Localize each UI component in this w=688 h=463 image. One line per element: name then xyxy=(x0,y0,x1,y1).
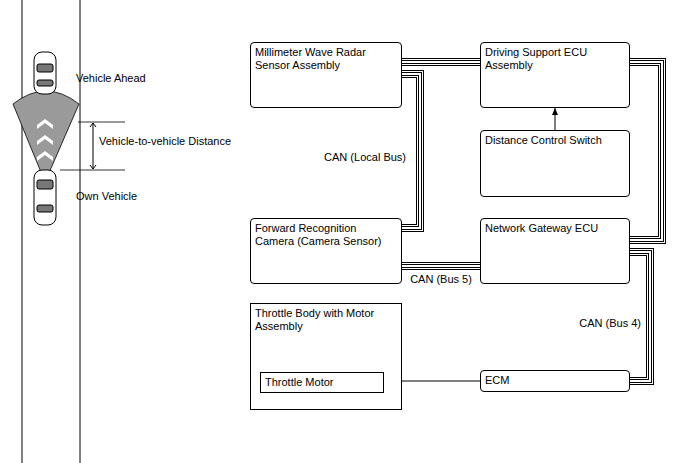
component-label: Driving Support ECU Assembly xyxy=(481,43,629,75)
component-box: Network Gateway ECU xyxy=(480,218,630,284)
component-label: Millimeter Wave Radar Sensor Assembly xyxy=(251,43,401,75)
component-label: Forward Recognition Camera (Camera Senso… xyxy=(251,219,401,251)
can-bus-line xyxy=(402,262,480,270)
can-bus-line xyxy=(402,59,480,65)
bus-label: CAN (Bus 4) xyxy=(577,317,643,330)
signal-arrow xyxy=(555,108,556,130)
can-bus-line xyxy=(630,62,662,240)
component-label: Network Gateway ECU xyxy=(481,219,629,238)
road-line xyxy=(80,0,81,463)
car xyxy=(34,170,56,225)
callout-label: Vehicle Ahead xyxy=(76,72,146,85)
can-bus-line xyxy=(630,62,662,240)
can-bus-line xyxy=(402,263,480,269)
can-bus xyxy=(630,62,662,240)
component-box: ECM xyxy=(480,370,630,392)
component-box: Forward Recognition Camera (Camera Senso… xyxy=(250,218,402,284)
component-label: ECM xyxy=(481,371,629,390)
radar-cone xyxy=(13,91,79,182)
component-box: Throttle Motor xyxy=(260,372,384,393)
car xyxy=(34,52,56,94)
chevron xyxy=(37,119,53,129)
component-label: Throttle Body with Motor Assembly xyxy=(251,304,401,336)
component-box: Millimeter Wave Radar Sensor Assembly xyxy=(250,42,402,108)
callout-label: Own Vehicle xyxy=(76,190,137,203)
can-bus-line xyxy=(402,60,480,64)
can-bus-line xyxy=(630,62,662,240)
road-line xyxy=(22,0,23,463)
can-bus-line xyxy=(402,58,480,66)
signal-arrow xyxy=(555,108,556,130)
bus-label: CAN (Bus 5) xyxy=(408,273,474,286)
component-label: Distance Control Switch xyxy=(481,131,629,150)
chevron xyxy=(37,151,53,161)
assembly-box: Throttle Body with Motor AssemblyThrottl… xyxy=(250,303,402,410)
can-bus-line xyxy=(630,62,662,240)
dimension-line xyxy=(78,122,125,123)
can-bus-line xyxy=(402,264,480,268)
chevron xyxy=(37,135,53,145)
dimension-arrow xyxy=(93,123,94,169)
can-bus xyxy=(402,62,480,63)
component-label: Throttle Motor xyxy=(261,373,383,392)
dimension-line xyxy=(60,170,125,171)
component-box: Distance Control Switch xyxy=(480,130,630,197)
component-box: Driving Support ECU Assembly xyxy=(480,42,630,108)
can-bus-line xyxy=(402,61,480,63)
can-bus-line xyxy=(402,265,480,267)
can-bus xyxy=(402,266,480,267)
callout-label: Vehicle-to-vehicle Distance xyxy=(99,135,231,148)
bus-label: CAN (Local Bus) xyxy=(322,151,408,164)
